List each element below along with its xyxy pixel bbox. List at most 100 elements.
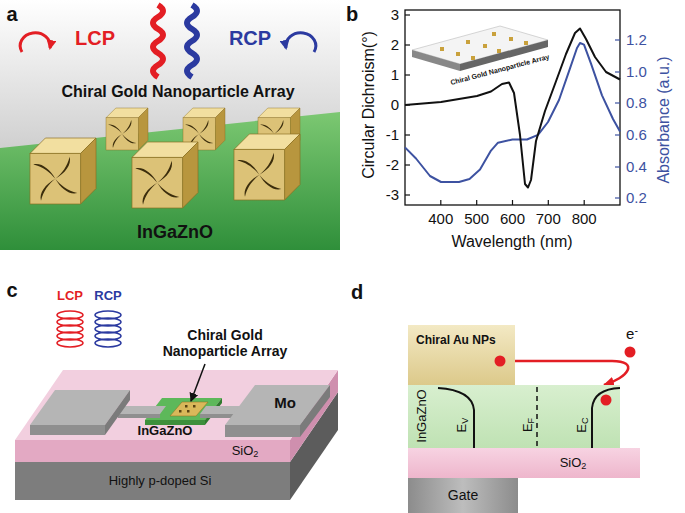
axis-title: Wavelength (nm) (451, 233, 572, 251)
tick-label: 1.2 (626, 31, 647, 48)
nanoparticle-array (170, 402, 208, 416)
axis-ticks (548, 200, 549, 205)
polarization-label: RCP (229, 27, 271, 50)
tick-label: 1.0 (626, 63, 647, 80)
light-wave (153, 5, 163, 77)
sio2-layer (15, 370, 338, 440)
circular-arrow (286, 33, 316, 52)
subscript: F (526, 418, 536, 424)
layer-label: SiO2 (232, 444, 259, 459)
axis-ticks (615, 134, 620, 135)
inset-particles (509, 37, 513, 41)
panel-b-chart (405, 10, 620, 205)
nanoparticle-array (187, 410, 190, 413)
subscript: C (580, 417, 590, 424)
electron-dot (625, 347, 636, 358)
igzo-layer-band: InGaZnO (408, 385, 620, 448)
axis-ticks (512, 200, 513, 205)
inset-particles (440, 47, 444, 51)
subscript: 2 (253, 449, 258, 459)
band-label: EC (575, 417, 590, 432)
tick-label: -2 (386, 156, 399, 173)
fermi-level (536, 387, 538, 448)
gold-cube (132, 142, 198, 208)
nanoparticle-array (193, 405, 196, 408)
inset-particles (456, 52, 460, 56)
tick-label: 0 (391, 96, 399, 113)
mo-electrode (105, 390, 130, 435)
gold-cube (106, 108, 148, 150)
tick-label: 500 (464, 210, 489, 227)
axis-ticks (615, 166, 620, 167)
inset-particles (466, 40, 470, 44)
sio2-layer (15, 440, 290, 462)
helix-light (95, 311, 121, 347)
plot-frame (405, 10, 620, 205)
polarization-label: RCP (94, 289, 121, 304)
tick-label: 700 (536, 210, 561, 227)
axis-ticks (405, 44, 410, 45)
backdrop (0, 0, 340, 150)
panel-d-electron (625, 347, 636, 358)
tick-label: 0.2 (626, 189, 647, 206)
node-text: SiO2 (560, 456, 587, 471)
panel-letter: d (351, 281, 363, 304)
mo-electrode (30, 425, 105, 435)
mo-electrode (118, 406, 166, 414)
tick-label: -3 (386, 186, 399, 203)
nanoparticle-array (179, 405, 196, 413)
array-title: Chiral Gold Nanoparticle Array (61, 83, 294, 101)
electron-dot (601, 395, 612, 406)
panel-letter: a (6, 3, 17, 26)
inset-particles (440, 32, 528, 60)
band-label: EV (455, 418, 470, 433)
inset-particles (524, 41, 528, 45)
material-label: InGaZnO (138, 424, 193, 439)
axis-ticks (615, 71, 620, 72)
au-layer-band: Chiral Au NPs (408, 325, 515, 385)
tick-label: 600 (500, 210, 525, 227)
electrode-label: Mo (274, 394, 296, 411)
mo-electrode (300, 385, 330, 437)
material-label: InGaZnO (137, 222, 213, 243)
electron-transfer-arrow (515, 361, 628, 385)
conduction-band (592, 388, 620, 448)
node-text: Chiral Au NPs (416, 334, 496, 348)
electron-label: e- (626, 325, 638, 342)
band-diagram (408, 385, 620, 448)
nanoparticle-array (179, 410, 182, 413)
sio2-layer-band: SiO2 (408, 448, 640, 478)
superscript: - (634, 324, 638, 336)
callout-label: Chiral Gold Nanoparticle Array (150, 327, 300, 359)
mo-electrode (225, 425, 300, 437)
tick-label: 1 (391, 66, 399, 83)
inset-slab (412, 50, 460, 71)
band-label: EF (521, 418, 536, 432)
absorbance-curve (405, 43, 620, 182)
tick-label: -1 (386, 126, 399, 143)
gold-cube (234, 134, 300, 200)
tick-label: 2 (391, 36, 399, 53)
axis-ticks (405, 194, 410, 195)
tick-label: 0.8 (626, 94, 647, 111)
inset-particles (492, 32, 496, 36)
tick-label: 0.6 (626, 126, 647, 143)
axis-ticks (405, 14, 410, 15)
axis-ticks (615, 102, 620, 103)
layer-label: Highly p-doped Si (109, 474, 212, 489)
axis-ticks (476, 200, 477, 205)
gold-cube (30, 138, 96, 204)
leader-arrow (191, 364, 205, 401)
subscript: 2 (581, 461, 586, 471)
node-text: Gate (448, 487, 478, 503)
electron-dot (495, 356, 506, 367)
axis-ticks (584, 200, 585, 205)
tick-label: 3 (391, 6, 399, 23)
inset-particles (483, 44, 487, 48)
node-text: InGaZnO (415, 389, 430, 442)
axis-title: Absorbance (a.u.) (655, 56, 673, 183)
panel-c-device (15, 311, 338, 500)
polarization-label: LCP (75, 27, 115, 50)
cd-curve (405, 29, 620, 188)
valence-band (438, 388, 474, 448)
